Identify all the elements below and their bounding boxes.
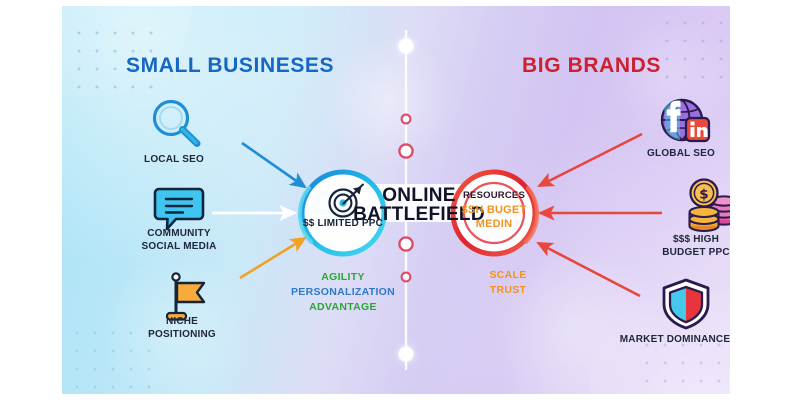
center-title-line2: BATTLEFIELD: [353, 204, 485, 226]
right-hub-line3: MEDIN: [475, 218, 513, 230]
globe-social-icon: [660, 98, 711, 143]
label-niche-positioning-line2: POSITIONING: [148, 328, 216, 340]
diagram-artwork: $: [152, 30, 730, 370]
left-hub-circle[interactable]: [297, 169, 387, 257]
magnifier-icon: [152, 99, 201, 147]
left-hub-label: $$ LIMITED PPC: [302, 218, 384, 229]
flag-icon: [165, 272, 206, 321]
benefit-scale: SCALE: [489, 269, 527, 281]
right-hub-circle[interactable]: [450, 169, 540, 257]
arrow-local-seo: [241, 141, 307, 189]
label-market-dominance-line1: MARKET DOMINANCE: [619, 334, 730, 345]
label-market-dominance: MARKET DOMINANCE: [600, 334, 730, 347]
benefit-advantage: ADVANTAGE: [309, 301, 377, 314]
label-local-seo: LOCAL SEO: [124, 154, 224, 167]
right-benefits: SCALE TRUST: [460, 268, 556, 298]
coin-stacks-icon: $: [688, 178, 730, 233]
heading-small-businesses: SMALL BUSINESES: [126, 54, 335, 77]
label-community-social-media-line1: COMMUNITY: [147, 228, 211, 239]
arrow-market-dominance: [536, 241, 641, 298]
right-hub-line2: $SH BUGET: [461, 204, 527, 216]
benefit-personalization: PERSONALIZATION: [290, 286, 396, 299]
arrow-global-seo: [537, 132, 643, 188]
center-title: ONLINE BATTLEFIELD: [350, 186, 488, 225]
label-high-budget-ppc: $$$ HIGH BUDGET PPC: [644, 234, 730, 259]
label-niche-positioning-line1: NICHE: [165, 316, 199, 327]
label-community-social-media: COMMUNITY SOCIAL MEDIA: [120, 228, 238, 253]
heading-big-brands: BIG BRANDS: [522, 54, 662, 77]
label-high-budget-ppc-line2: BUDGET PPC: [662, 246, 730, 258]
label-local-seo-line1: LOCAL SEO: [144, 154, 204, 165]
label-niche-positioning: NICHE POSITIONING: [132, 316, 232, 341]
label-global-seo: GLOBAL SEO: [622, 148, 730, 161]
right-hub-line1: RESOURCES: [463, 190, 525, 201]
infographic-canvas: $ SMALL BUSINESES BIG BRANDS ONLINE BATT…: [62, 6, 730, 394]
target-icon: [328, 183, 364, 218]
benefit-trust: TRUST: [489, 284, 527, 297]
left-benefits: AGILITY PERSONALIZATION ADVANTAGE: [278, 270, 408, 316]
svg-text:$: $: [699, 187, 708, 203]
label-global-seo-line1: GLOBAL SEO: [647, 148, 715, 159]
label-community-social-media-line2: SOCIAL MEDIA: [141, 240, 217, 252]
label-high-budget-ppc-line1: $$$ HIGH: [672, 234, 720, 245]
chat-bubble-icon: [153, 187, 205, 231]
shield-icon: [662, 278, 710, 330]
center-title-line1: ONLINE: [382, 185, 456, 206]
arrow-niche-positioning: [239, 236, 307, 280]
benefit-agility: AGILITY: [321, 271, 365, 283]
